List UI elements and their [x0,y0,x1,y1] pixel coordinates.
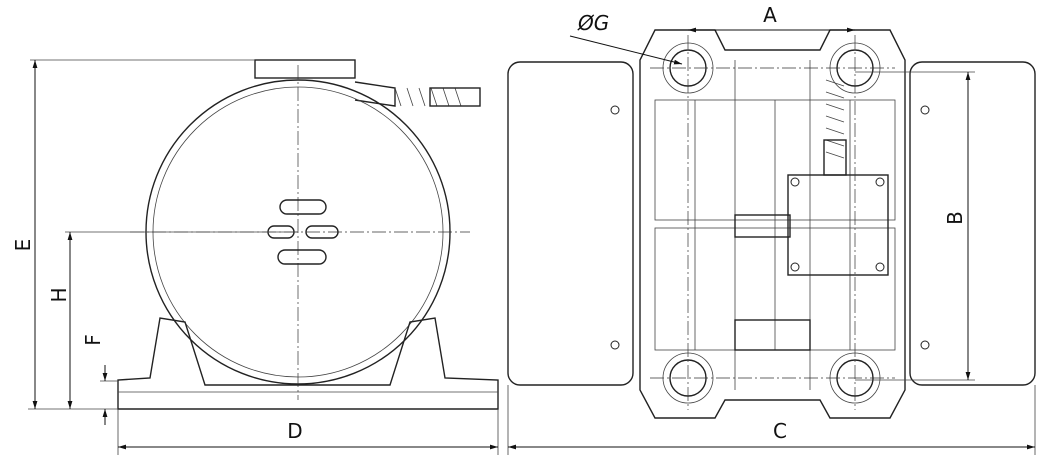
top-dimensions: A ØG B C [507,3,1036,455]
terminal-box [787,174,889,276]
slot-top [279,199,327,215]
label-c: C [773,419,787,443]
cable-gland [354,81,396,107]
top-view [507,29,1036,419]
label-e: E [11,239,35,252]
slot-bottom [277,249,327,265]
mounting-holes [662,42,881,404]
motor-frame [639,29,906,419]
label-f: F [81,334,105,346]
label-h: H [47,287,71,302]
label-a: A [763,3,777,27]
nameplate [734,319,811,351]
front-view [117,59,499,410]
label-g: ØG [577,11,609,35]
top-cable-spring [823,79,847,176]
cable-spring [394,87,481,107]
screws [610,105,930,350]
slot-right [305,225,339,239]
label-d: D [287,419,302,443]
right-weight-cover [909,61,1036,386]
terminal-box-top [254,59,356,79]
shaft-lug [734,214,791,238]
label-b: B [943,211,967,225]
left-weight-cover [507,61,634,386]
front-dimensions: E H F D [11,59,499,455]
mounting-base [117,317,499,410]
